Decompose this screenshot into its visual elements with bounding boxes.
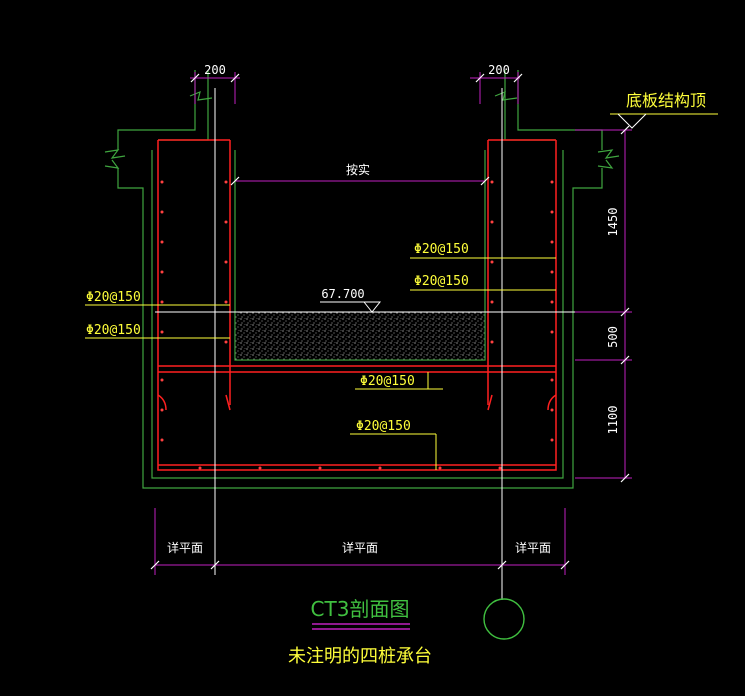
bottom-dim-left: 详平面 xyxy=(167,540,203,555)
drawing-subtitle: 未注明的四桩承台 xyxy=(288,646,432,667)
leader-lines xyxy=(85,113,718,470)
rebar-label-right-upper-1: Φ20@150 xyxy=(414,242,469,257)
height-top-label: 1450 xyxy=(606,208,620,237)
rebar-label-middle: Φ20@150 xyxy=(360,374,415,389)
height-bottom-label: 1100 xyxy=(606,406,620,435)
axis-bubble xyxy=(483,598,525,640)
rebar-label-bottom: Φ20@150 xyxy=(356,419,411,434)
bottom-dim-center: 详平面 xyxy=(342,540,378,555)
rebar-dots xyxy=(160,180,554,470)
rebar-label-left-2: Φ20@150 xyxy=(86,323,141,338)
right-wall-width-label: 200 xyxy=(488,63,510,77)
height-mid-label: 500 xyxy=(606,326,620,348)
gravel-fill xyxy=(234,311,486,361)
span-label: 按实 xyxy=(346,162,370,177)
axis-lines xyxy=(155,88,630,600)
rebar-label-left-1: Φ20@150 xyxy=(86,290,141,305)
elevation-triangle xyxy=(320,301,382,313)
dimension-lines xyxy=(154,72,632,575)
rebar-label-right-upper-2: Φ20@150 xyxy=(414,274,469,289)
title-underlines xyxy=(312,623,410,630)
slab-top-label: 底板结构顶 xyxy=(626,91,706,110)
drawing-title: CT3剖面图 xyxy=(311,597,410,621)
bottom-dim-right: 详平面 xyxy=(515,540,551,555)
elevation-label: 67.700 xyxy=(321,287,364,301)
left-wall-width-label: 200 xyxy=(204,63,226,77)
dimension-ticks xyxy=(150,73,630,570)
